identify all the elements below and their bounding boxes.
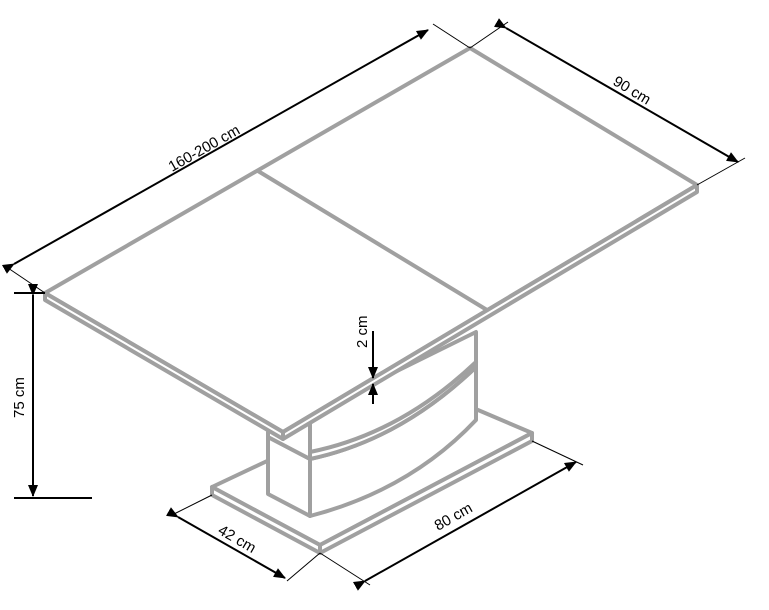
length-label: 160-200 cm — [166, 122, 243, 176]
table-top — [43, 46, 699, 441]
thickness-label: 2 cm — [354, 315, 371, 348]
dimension-height: 75 cm — [11, 284, 92, 499]
height-label: 75 cm — [11, 377, 28, 418]
width-label: 90 cm — [610, 73, 654, 109]
dimension-thickness: 2 cm — [354, 315, 378, 404]
base-length-label: 80 cm — [432, 500, 476, 535]
